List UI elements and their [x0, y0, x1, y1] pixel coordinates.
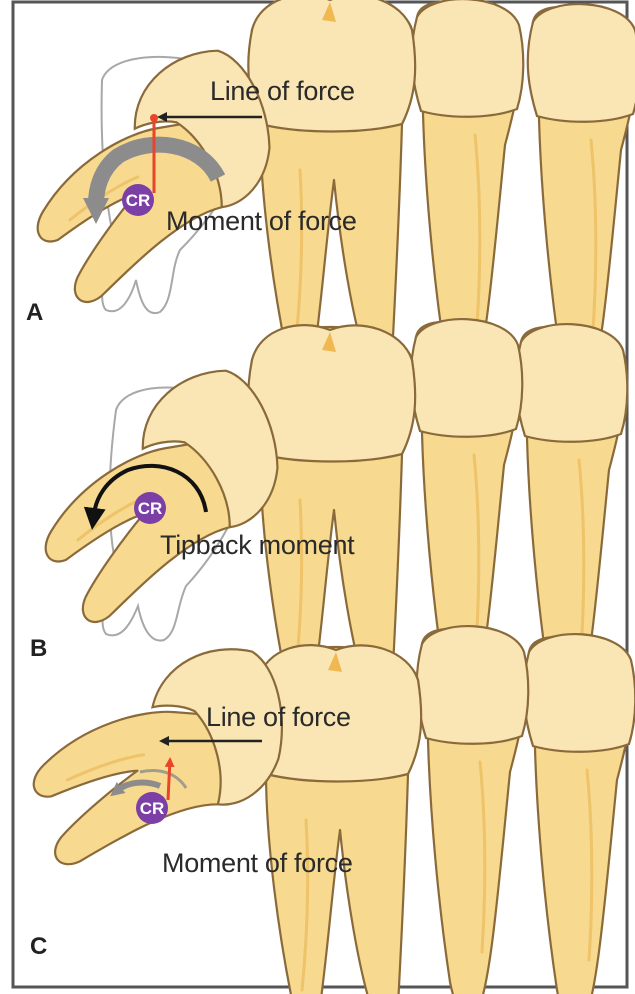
- panel-a-line-of-force-label: Line of force: [210, 76, 355, 106]
- panel-a-force-point: [150, 114, 158, 122]
- panel-b-letter: B: [30, 635, 47, 662]
- panel-c-lever-arm: [168, 760, 170, 800]
- panel-b-cr-label: CR: [138, 499, 163, 518]
- panel-a-cr-label: CR: [126, 191, 151, 210]
- panel-a-letter: A: [26, 299, 43, 326]
- panel-c-cr-label: CR: [140, 799, 165, 818]
- panel-b-moment-label: Tipback moment: [160, 530, 355, 560]
- panel-c-moment-label: Moment of force: [162, 848, 353, 878]
- panel-a-moment-label: Moment of force: [166, 206, 357, 236]
- panel-c-line-of-force-label: Line of force: [206, 702, 351, 732]
- panel-c-letter: C: [30, 933, 47, 960]
